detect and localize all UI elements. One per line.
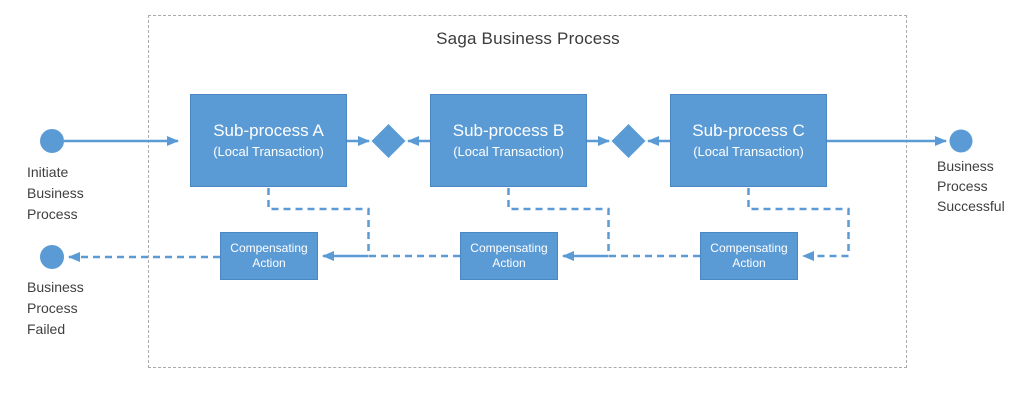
node-subtitle: (Local Transaction): [213, 144, 324, 159]
diagram-title: Saga Business Process: [436, 29, 620, 48]
node-compensating-action-b: Compensating Action: [460, 232, 558, 280]
success-node-circle: [949, 129, 973, 153]
failed-node-circle: [40, 245, 64, 269]
failed-node-label: Business Process Failed: [27, 279, 84, 337]
node-title: Sub-process A: [213, 121, 324, 140]
node-subtitle: (Local Transaction): [693, 144, 804, 159]
compensation-drop-c: [747, 188, 850, 255]
start-node-label: Initiate Business Process: [27, 164, 84, 222]
decision-diamond-1: [371, 124, 406, 158]
success-node-label: Business Process Successful: [937, 158, 1005, 214]
node-sub-process-b: Sub-process B (Local Transaction): [430, 94, 587, 187]
node-title: Sub-process B: [452, 121, 565, 140]
compensation-drop-a: [267, 188, 370, 255]
node-compensating-action-c: Compensating Action: [700, 232, 798, 280]
node-sub-process-c: Sub-process C (Local Transaction): [670, 94, 827, 187]
start-node-circle: [40, 129, 64, 153]
compensation-drop-b: [507, 188, 610, 255]
node-compensating-action-a: Compensating Action: [220, 232, 318, 280]
node-sub-process-a: Sub-process A (Local Transaction): [190, 94, 347, 187]
node-title: Sub-process C: [692, 121, 805, 140]
node-subtitle: (Local Transaction): [453, 144, 564, 159]
decision-diamond-2: [611, 124, 646, 158]
diagram-frame: [148, 15, 907, 368]
